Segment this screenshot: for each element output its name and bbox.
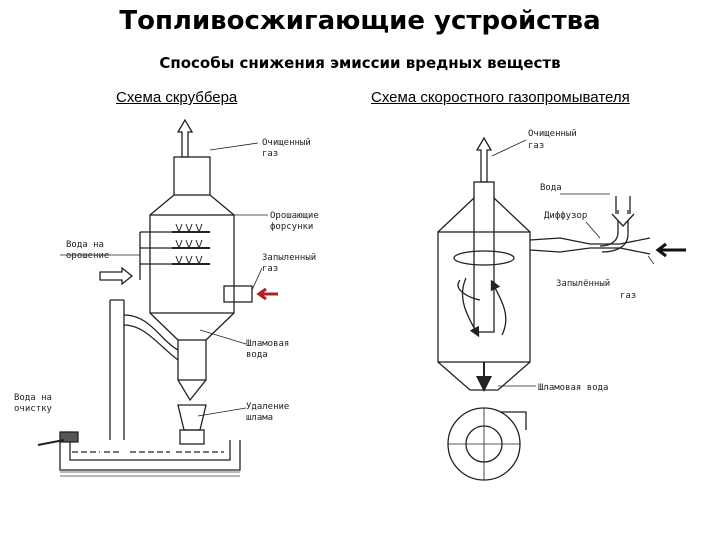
label-v-clean-gas-1: Очищенный	[528, 129, 577, 139]
scrubber-water-spray-arrow	[99, 266, 134, 286]
scrubber-stack	[173, 156, 211, 196]
scrubber-water-clean-pipe	[37, 439, 65, 446]
label-dusty-gas-2: газ	[262, 264, 278, 274]
venturi-clean-gas-arrow	[475, 136, 493, 183]
venturi-tube	[529, 237, 651, 255]
label-removal-1: Удаление	[246, 402, 289, 412]
label-nozzles-1: Орошающие	[270, 211, 319, 221]
label-removal-2: шлама	[246, 413, 273, 423]
page-title: Топливосжигающие устройства	[119, 6, 601, 36]
label-water-clean-1: Вода на	[14, 393, 52, 403]
label-v-diffuser: Диффузор	[544, 211, 587, 221]
scrubber-dusty-gas-arrow	[256, 287, 278, 301]
label-clean-gas-2: газ	[262, 149, 278, 159]
label-sludge-2: вода	[246, 350, 268, 360]
scrubber-clean-gas-arrow	[176, 118, 194, 158]
label-dusty-gas-1: Запыленный	[262, 253, 316, 263]
scrubber-tank	[59, 440, 241, 471]
scrubber-bottom-pipe	[177, 339, 207, 381]
label-v-dusty-gas-2: газ	[620, 291, 636, 301]
label-water-spray-2: орошение	[66, 251, 109, 261]
scrubber-caption: Схема скруббера	[116, 89, 238, 106]
label-water-clean-2: очистку	[14, 404, 53, 414]
label-water-spray-1: Вода на	[66, 240, 104, 250]
label-v-sludge: Шламовая вода	[538, 383, 608, 393]
venturi-dusty-gas-arrow	[655, 242, 686, 258]
label-sludge-1: Шламовая	[246, 339, 289, 349]
scrubber-ground	[60, 471, 240, 477]
label-v-water: Вода	[540, 183, 562, 193]
label-v-dusty-gas-1: Запылённый	[556, 279, 610, 289]
scrubber-sludge-bin	[177, 404, 207, 431]
label-v-clean-gas-2: газ	[528, 141, 544, 151]
venturi-water-pipe	[599, 210, 629, 253]
scrubber-diagram	[37, 118, 268, 471]
label-clean-gas-1: Очищенный	[262, 138, 311, 148]
scrubber-gas-inlet	[223, 285, 253, 303]
venturi-diagram	[437, 136, 655, 481]
venturi-caption: Схема скоростного газопромывателя	[371, 89, 630, 106]
page-subtitle: Способы снижения эмиссии вредных веществ	[159, 54, 561, 72]
label-nozzles-2: форсунки	[270, 222, 313, 232]
venturi-outlet-pipe	[473, 181, 495, 333]
